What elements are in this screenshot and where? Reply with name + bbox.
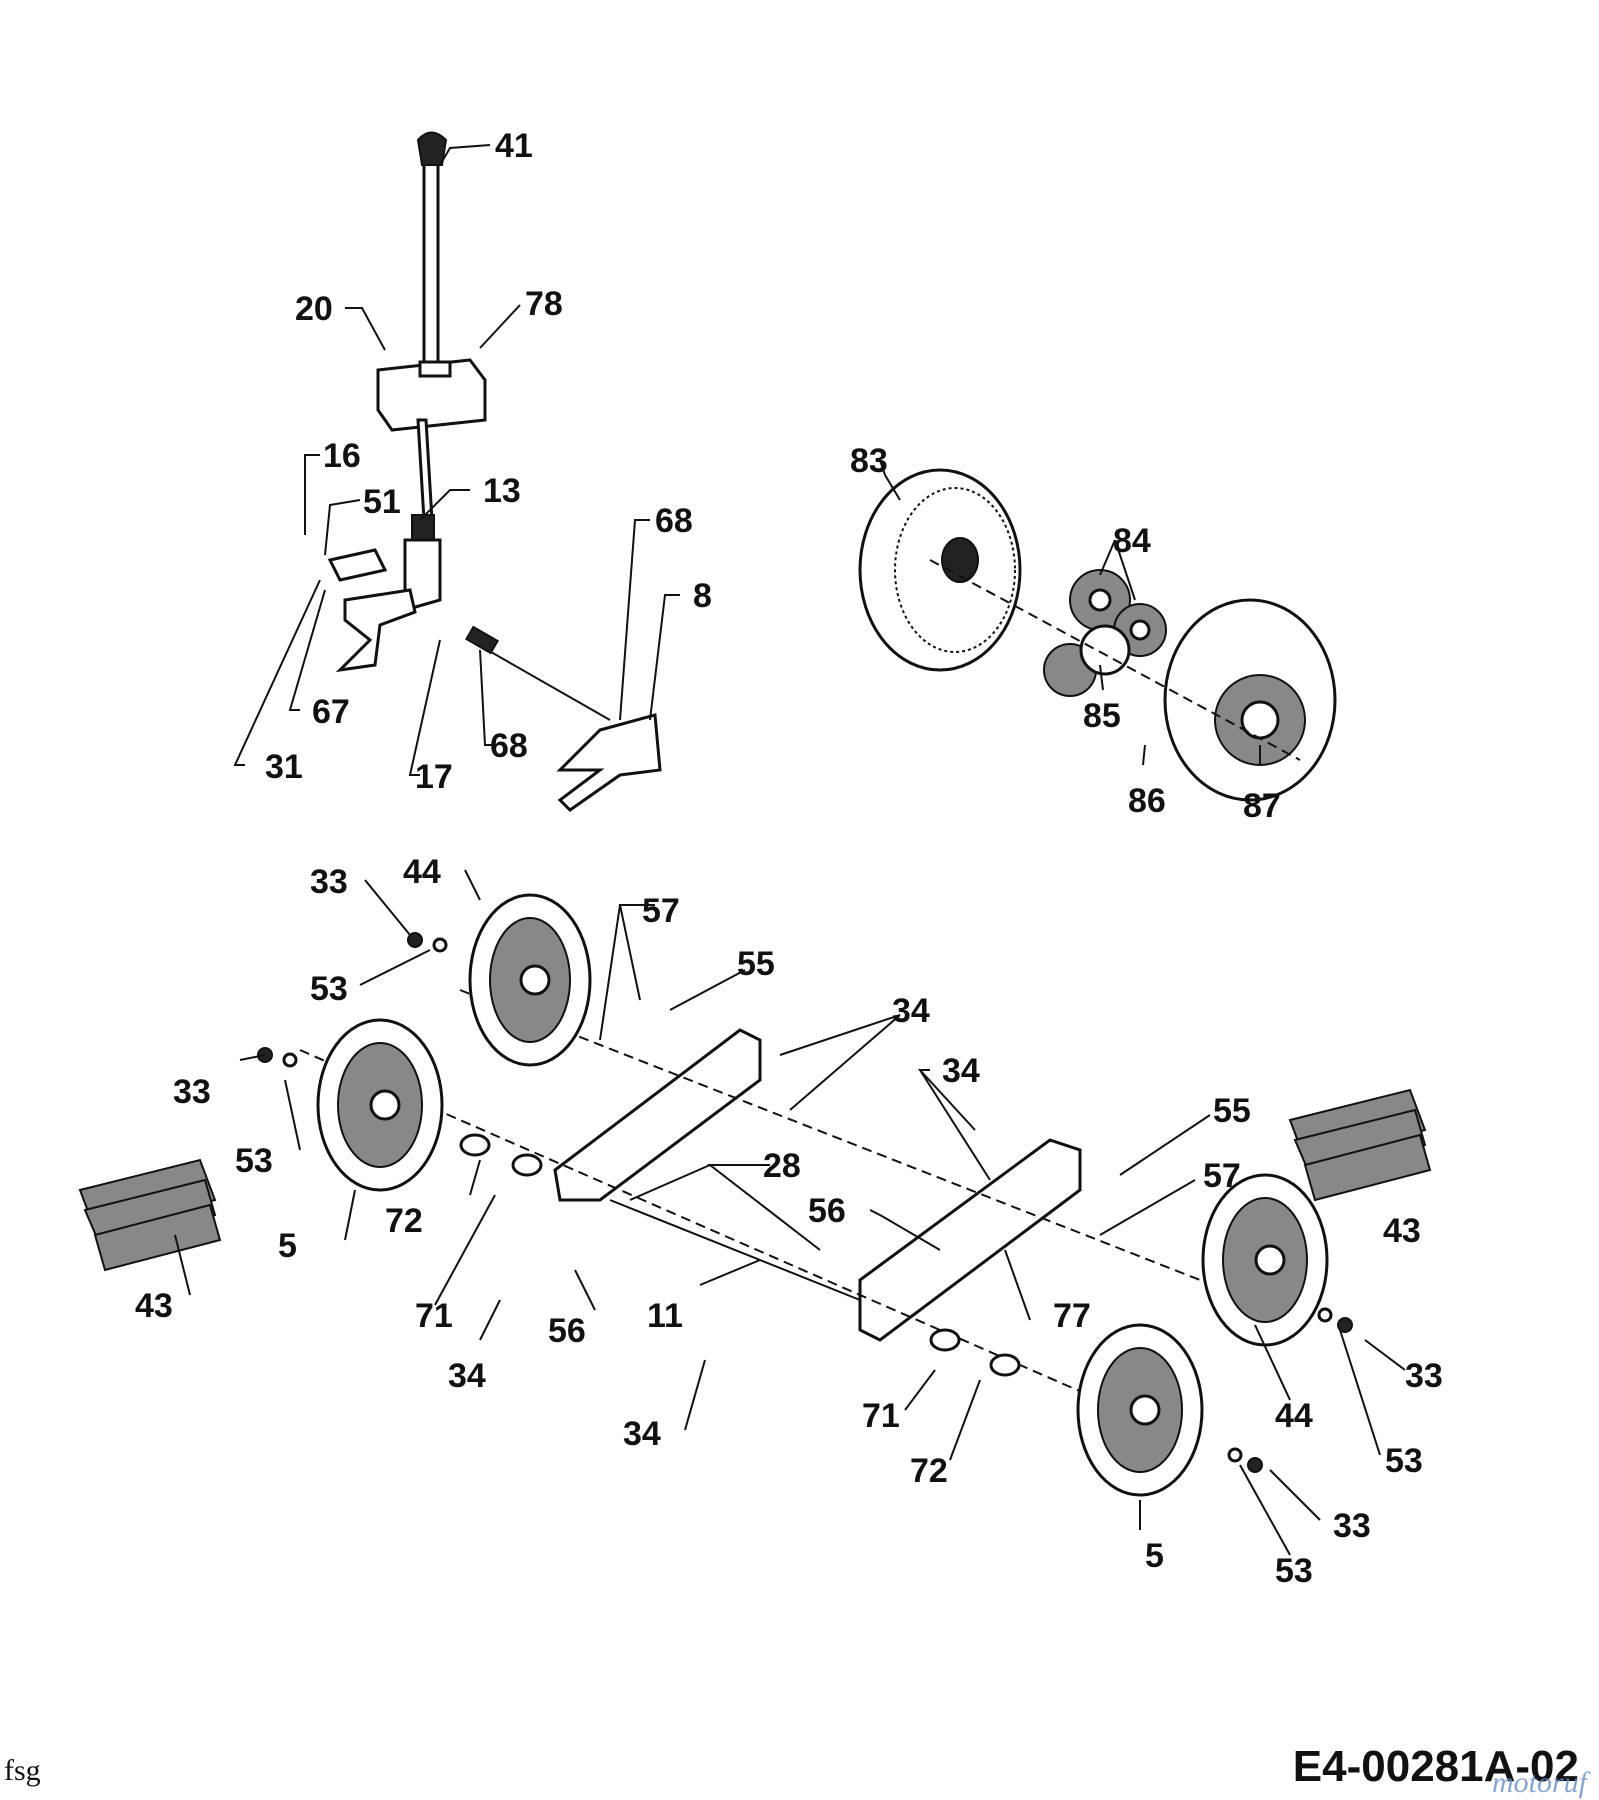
label-85: 85 [1083, 697, 1121, 735]
label-68-a: 68 [655, 502, 693, 540]
label-57-b: 57 [1203, 1157, 1241, 1195]
fork-8 [556, 713, 662, 812]
axis-line [929, 559, 1301, 761]
label-83: 83 [850, 442, 888, 480]
part-labels: 41 20 78 16 51 13 68 8 67 31 17 68 83 84… [135, 127, 1443, 1590]
wheel-gear-assembly [858, 468, 1337, 802]
label-33-d: 33 [1333, 1507, 1371, 1545]
label-71-b: 71 [862, 1397, 900, 1435]
axle-11 [609, 1199, 861, 1301]
lever-assembly [327, 131, 662, 812]
label-34-a: 34 [892, 992, 930, 1030]
drawing-code: E4-00281A-02 [1292, 1742, 1579, 1791]
label-20: 20 [295, 290, 333, 328]
label-33-a: 33 [310, 863, 348, 901]
label-28: 28 [763, 1147, 801, 1185]
nuts-washers [257, 932, 1353, 1473]
label-53-b: 53 [235, 1142, 273, 1180]
label-33-b: 33 [173, 1073, 211, 1111]
label-67: 67 [312, 693, 350, 731]
label-72-a: 72 [385, 1202, 423, 1240]
watermark-logo: motoruf [1491, 1766, 1587, 1799]
sprocket-wheel-5-right [1076, 1323, 1204, 1497]
label-55-b: 55 [1213, 1092, 1251, 1130]
lever-arm [403, 538, 442, 612]
wheel-83 [858, 468, 1022, 672]
label-71-a: 71 [415, 1297, 453, 1335]
sprocket-wheel-44-right [1201, 1173, 1329, 1347]
label-41: 41 [495, 127, 533, 165]
label-34-c: 34 [448, 1357, 486, 1395]
label-87: 87 [1243, 787, 1281, 825]
label-51: 51 [363, 483, 401, 521]
bushings [459, 1133, 1021, 1377]
label-34-b: 34 [942, 1052, 980, 1090]
label-56-b: 56 [548, 1312, 586, 1350]
label-44-b: 44 [1275, 1397, 1313, 1435]
lever-bracket [376, 358, 487, 432]
fork-67 [335, 588, 417, 673]
label-78: 78 [525, 285, 563, 323]
label-34-d: 34 [623, 1415, 661, 1453]
label-5-b: 5 [1145, 1537, 1164, 1575]
track-pads-43-left [78, 1158, 222, 1272]
label-44-a: 44 [403, 853, 441, 891]
shift-lever-rod [422, 158, 440, 382]
label-31: 31 [265, 748, 303, 786]
shift-rod [469, 639, 611, 721]
sprocket-wheel-44-left [468, 893, 592, 1067]
label-84: 84 [1113, 522, 1151, 560]
label-11: 11 [647, 1297, 683, 1335]
block-51 [327, 548, 388, 582]
lever-lower-rod [416, 418, 434, 522]
lever-slot [418, 360, 452, 378]
frame-assembly [78, 893, 1432, 1497]
axle-dash-1 [459, 989, 1201, 1281]
label-16: 16 [323, 437, 361, 475]
label-77: 77 [1053, 1297, 1091, 1335]
label-68-b: 68 [490, 727, 528, 765]
leader-lines [174, 144, 1406, 1556]
label-53-c: 53 [1385, 1442, 1423, 1480]
label-53-d: 53 [1275, 1552, 1313, 1590]
author-mark: fsg [4, 1754, 41, 1787]
label-17: 17 [415, 758, 453, 796]
label-43-a: 43 [135, 1287, 173, 1325]
track-pads-43-right [1288, 1088, 1432, 1202]
sprocket-wheel-5-left [316, 1018, 444, 1192]
label-55-a: 55 [737, 945, 775, 983]
spring-68 [465, 625, 499, 655]
label-86: 86 [1128, 782, 1166, 820]
gear-85 [1079, 624, 1131, 676]
label-56-a: 56 [808, 1192, 846, 1230]
frame-77 [553, 1028, 762, 1202]
label-13: 13 [483, 472, 521, 510]
label-8: 8 [693, 577, 712, 615]
label-43-b: 43 [1383, 1212, 1421, 1250]
frame-right [858, 1138, 1082, 1342]
label-57-a: 57 [642, 892, 680, 930]
label-72-b: 72 [910, 1452, 948, 1490]
label-53-a: 53 [310, 970, 348, 1008]
label-33-c: 33 [1405, 1357, 1443, 1395]
label-5-a: 5 [278, 1227, 297, 1265]
